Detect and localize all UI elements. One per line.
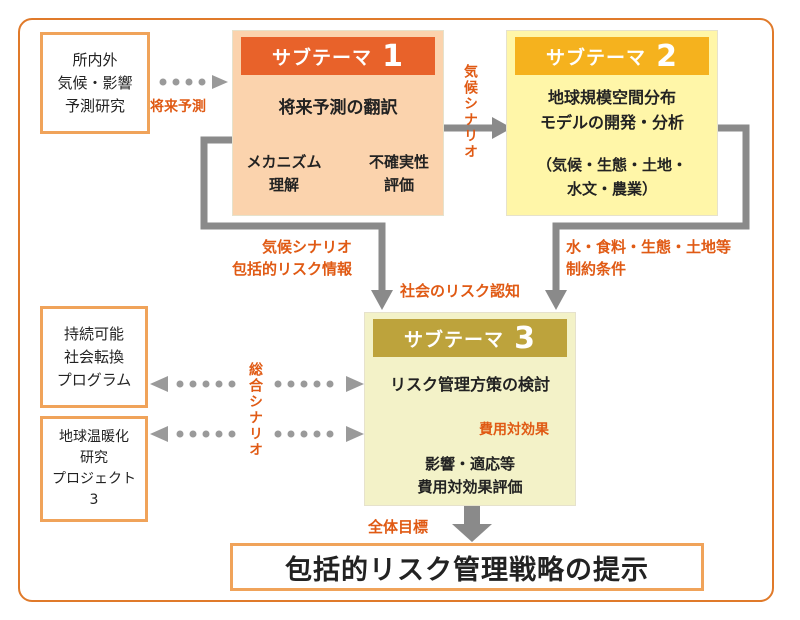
subtheme-2-title: 地球規模空間分布 モデルの開発・分析 xyxy=(507,85,717,135)
future-prediction-label: 将来予測 xyxy=(150,99,206,115)
arrow-head-sub1-to-sub3 xyxy=(371,290,393,310)
uncertainty-label: 不確実性 評価 xyxy=(359,151,439,197)
scenario-risk-label: 気候シナリオ 包括的リスク情報 xyxy=(232,236,352,280)
subtheme-2-detail-line-1: （気候・生態・土地・ xyxy=(536,156,687,174)
ext-sus-line-1: 持続可能 xyxy=(63,324,124,343)
arrow-head-sub1-to-sub2 xyxy=(492,117,512,139)
ext-top-line-1: 所内外 xyxy=(72,50,118,69)
cost-effect-label: 費用対効果 xyxy=(479,422,549,438)
subtheme-2-title-line-1: 地球規模空間分布 xyxy=(547,88,676,107)
subtheme-3-panel: サブテーマ 3 リスク管理方策の検討 費用対効果 影響・適応等 費用対効果評価 xyxy=(364,312,576,506)
constraints-line-1: 水・食料・生態・土地等 xyxy=(566,238,732,256)
arrow-sub2-to-sub3 xyxy=(552,124,750,292)
ext-top-line-2: 気候・影響 xyxy=(57,73,133,92)
mechanism-line-1: メカニズム xyxy=(246,153,322,171)
dotted-arrow-sustainable xyxy=(150,376,364,392)
subtheme-2-head-text: サブテーマ xyxy=(546,46,647,69)
constraints-label: 水・食料・生態・土地等 制約条件 xyxy=(566,236,731,280)
arrow-sub1-to-sub3 xyxy=(200,136,386,292)
subtheme-1-panel: サブテーマ 1 将来予測の翻訳 メカニズム 理解 不確実性 評価 xyxy=(232,30,444,216)
subtheme-2-detail: （気候・生態・土地・ 水文・農業） xyxy=(507,153,717,201)
arrow-sub3-to-final-shaft xyxy=(464,506,480,526)
scenario-risk-line-2: 包括的リスク情報 xyxy=(232,260,353,278)
subtheme-1-title: 将来予測の翻訳 xyxy=(278,98,398,118)
subtheme-2-detail-line-2: 水文・農業） xyxy=(566,180,657,198)
dotted-arrow-future xyxy=(159,75,228,89)
climate-scenario-vertical-label: 気候シナリオ xyxy=(462,64,478,160)
subtheme-1-header: サブテーマ 1 xyxy=(241,37,435,75)
ext-gw-line-2: 研究 xyxy=(80,450,108,466)
external-climate-research-box: 所内外 気候・影響 予測研究 xyxy=(40,32,150,134)
arrow-head-sub2-to-sub3 xyxy=(545,290,567,310)
subtheme-2-title-line-2: モデルの開発・分析 xyxy=(539,113,684,132)
subtheme-3-title: リスク管理方策の検討 xyxy=(389,375,550,394)
arrow-head-sub3-to-final xyxy=(452,524,492,542)
subtheme-2-number: 2 xyxy=(656,38,678,74)
subtheme-3-bottom: 影響・適応等 費用対効果評価 xyxy=(365,453,575,499)
final-goal-box: 包括的リスク管理戦略の提示 xyxy=(230,543,704,591)
subtheme-3-head-text: サブテーマ xyxy=(404,328,505,351)
ext-sus-line-3: プログラム xyxy=(56,370,132,389)
outer-frame xyxy=(18,18,774,602)
constraints-line-2: 制約条件 xyxy=(566,260,627,278)
mechanism-label: メカニズム 理解 xyxy=(239,151,329,197)
subtheme-1-number: 1 xyxy=(382,38,404,74)
external-global-warming-box: 地球温暖化 研究 プロジェクト 3 xyxy=(40,416,148,522)
ext-gw-line-4: 3 xyxy=(89,492,99,508)
subtheme-3-bottom-line-1: 影響・適応等 xyxy=(424,455,515,473)
uncertainty-line-1: 不確実性 xyxy=(368,153,429,171)
ext-sus-line-2: 社会転換 xyxy=(63,347,124,366)
mechanism-line-2: 理解 xyxy=(268,176,299,194)
subtheme-2-panel: サブテーマ 2 地球規模空間分布 モデルの開発・分析 （気候・生態・土地・ 水文… xyxy=(506,30,718,216)
ext-gw-line-1: 地球温暖化 xyxy=(59,429,129,445)
integrated-scenario-vertical-label: 総合シナリオ xyxy=(247,362,263,458)
overall-goal-label: 全体目標 xyxy=(368,518,429,536)
ext-gw-line-3: プロジェクト xyxy=(52,471,136,487)
ext-top-line-3: 予測研究 xyxy=(64,96,125,115)
subtheme-3-header: サブテーマ 3 xyxy=(373,319,567,357)
subtheme-3-number: 3 xyxy=(514,320,536,356)
external-sustainable-program-box: 持続可能 社会転換 プログラム xyxy=(40,306,148,408)
uncertainty-line-2: 評価 xyxy=(383,176,414,194)
subtheme-1-head-text: サブテーマ xyxy=(272,46,373,69)
dotted-arrow-global-warming xyxy=(150,426,364,442)
social-risk-label: 社会のリスク認知 xyxy=(400,282,521,300)
subtheme-3-bottom-line-2: 費用対効果評価 xyxy=(417,478,523,496)
subtheme-2-header: サブテーマ 2 xyxy=(515,37,709,75)
scenario-risk-line-1: 気候シナリオ xyxy=(262,238,353,256)
